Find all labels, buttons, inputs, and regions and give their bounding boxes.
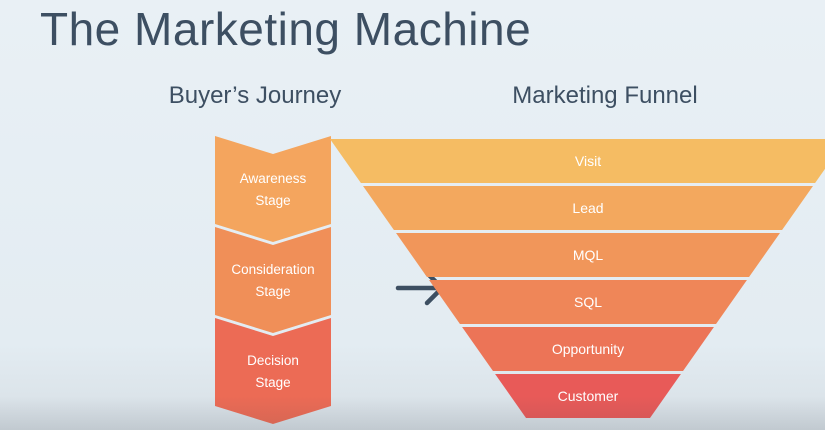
funnel-label: SQL — [574, 294, 602, 310]
funnel-label: Customer — [558, 388, 619, 404]
buyers-journey-chevrons: AwarenessStageConsiderationStageDecision… — [215, 136, 331, 424]
funnel-label: MQL — [573, 247, 604, 263]
funnel-level: MQL — [396, 233, 780, 277]
slide-title: The Marketing Machine — [40, 3, 532, 55]
journey-stage-sublabel: Stage — [255, 375, 290, 390]
funnel-level: Customer — [495, 374, 681, 418]
funnel-level: Visit — [330, 139, 825, 183]
journey-stage-chevron — [215, 318, 331, 424]
buyers-journey-heading: Buyer’s Journey — [168, 82, 342, 109]
journey-stage-sublabel: Stage — [255, 284, 290, 299]
funnel-band — [396, 233, 780, 277]
journey-stage-chevron — [215, 227, 331, 333]
funnel-level: Lead — [363, 186, 813, 230]
funnel-band — [462, 327, 714, 371]
journey-stage-label: Awareness — [240, 171, 307, 186]
journey-stage-label: Consideration — [231, 262, 314, 277]
funnel-band — [495, 374, 681, 418]
funnel-label: Lead — [572, 200, 603, 216]
funnel-level: SQL — [429, 280, 747, 324]
funnel-band — [363, 186, 813, 230]
journey-stage-label: Decision — [247, 353, 299, 368]
funnel-label: Visit — [575, 153, 601, 169]
journey-stage-chevron — [215, 136, 331, 242]
journey-stage-sublabel: Stage — [255, 193, 290, 208]
funnel-band — [330, 139, 825, 183]
bottom-shadow — [0, 396, 825, 430]
marketing-funnel-heading: Marketing Funnel — [512, 82, 698, 109]
funnel-label: Opportunity — [552, 341, 624, 357]
funnel-band — [429, 280, 747, 324]
funnel-level: Opportunity — [462, 327, 714, 371]
